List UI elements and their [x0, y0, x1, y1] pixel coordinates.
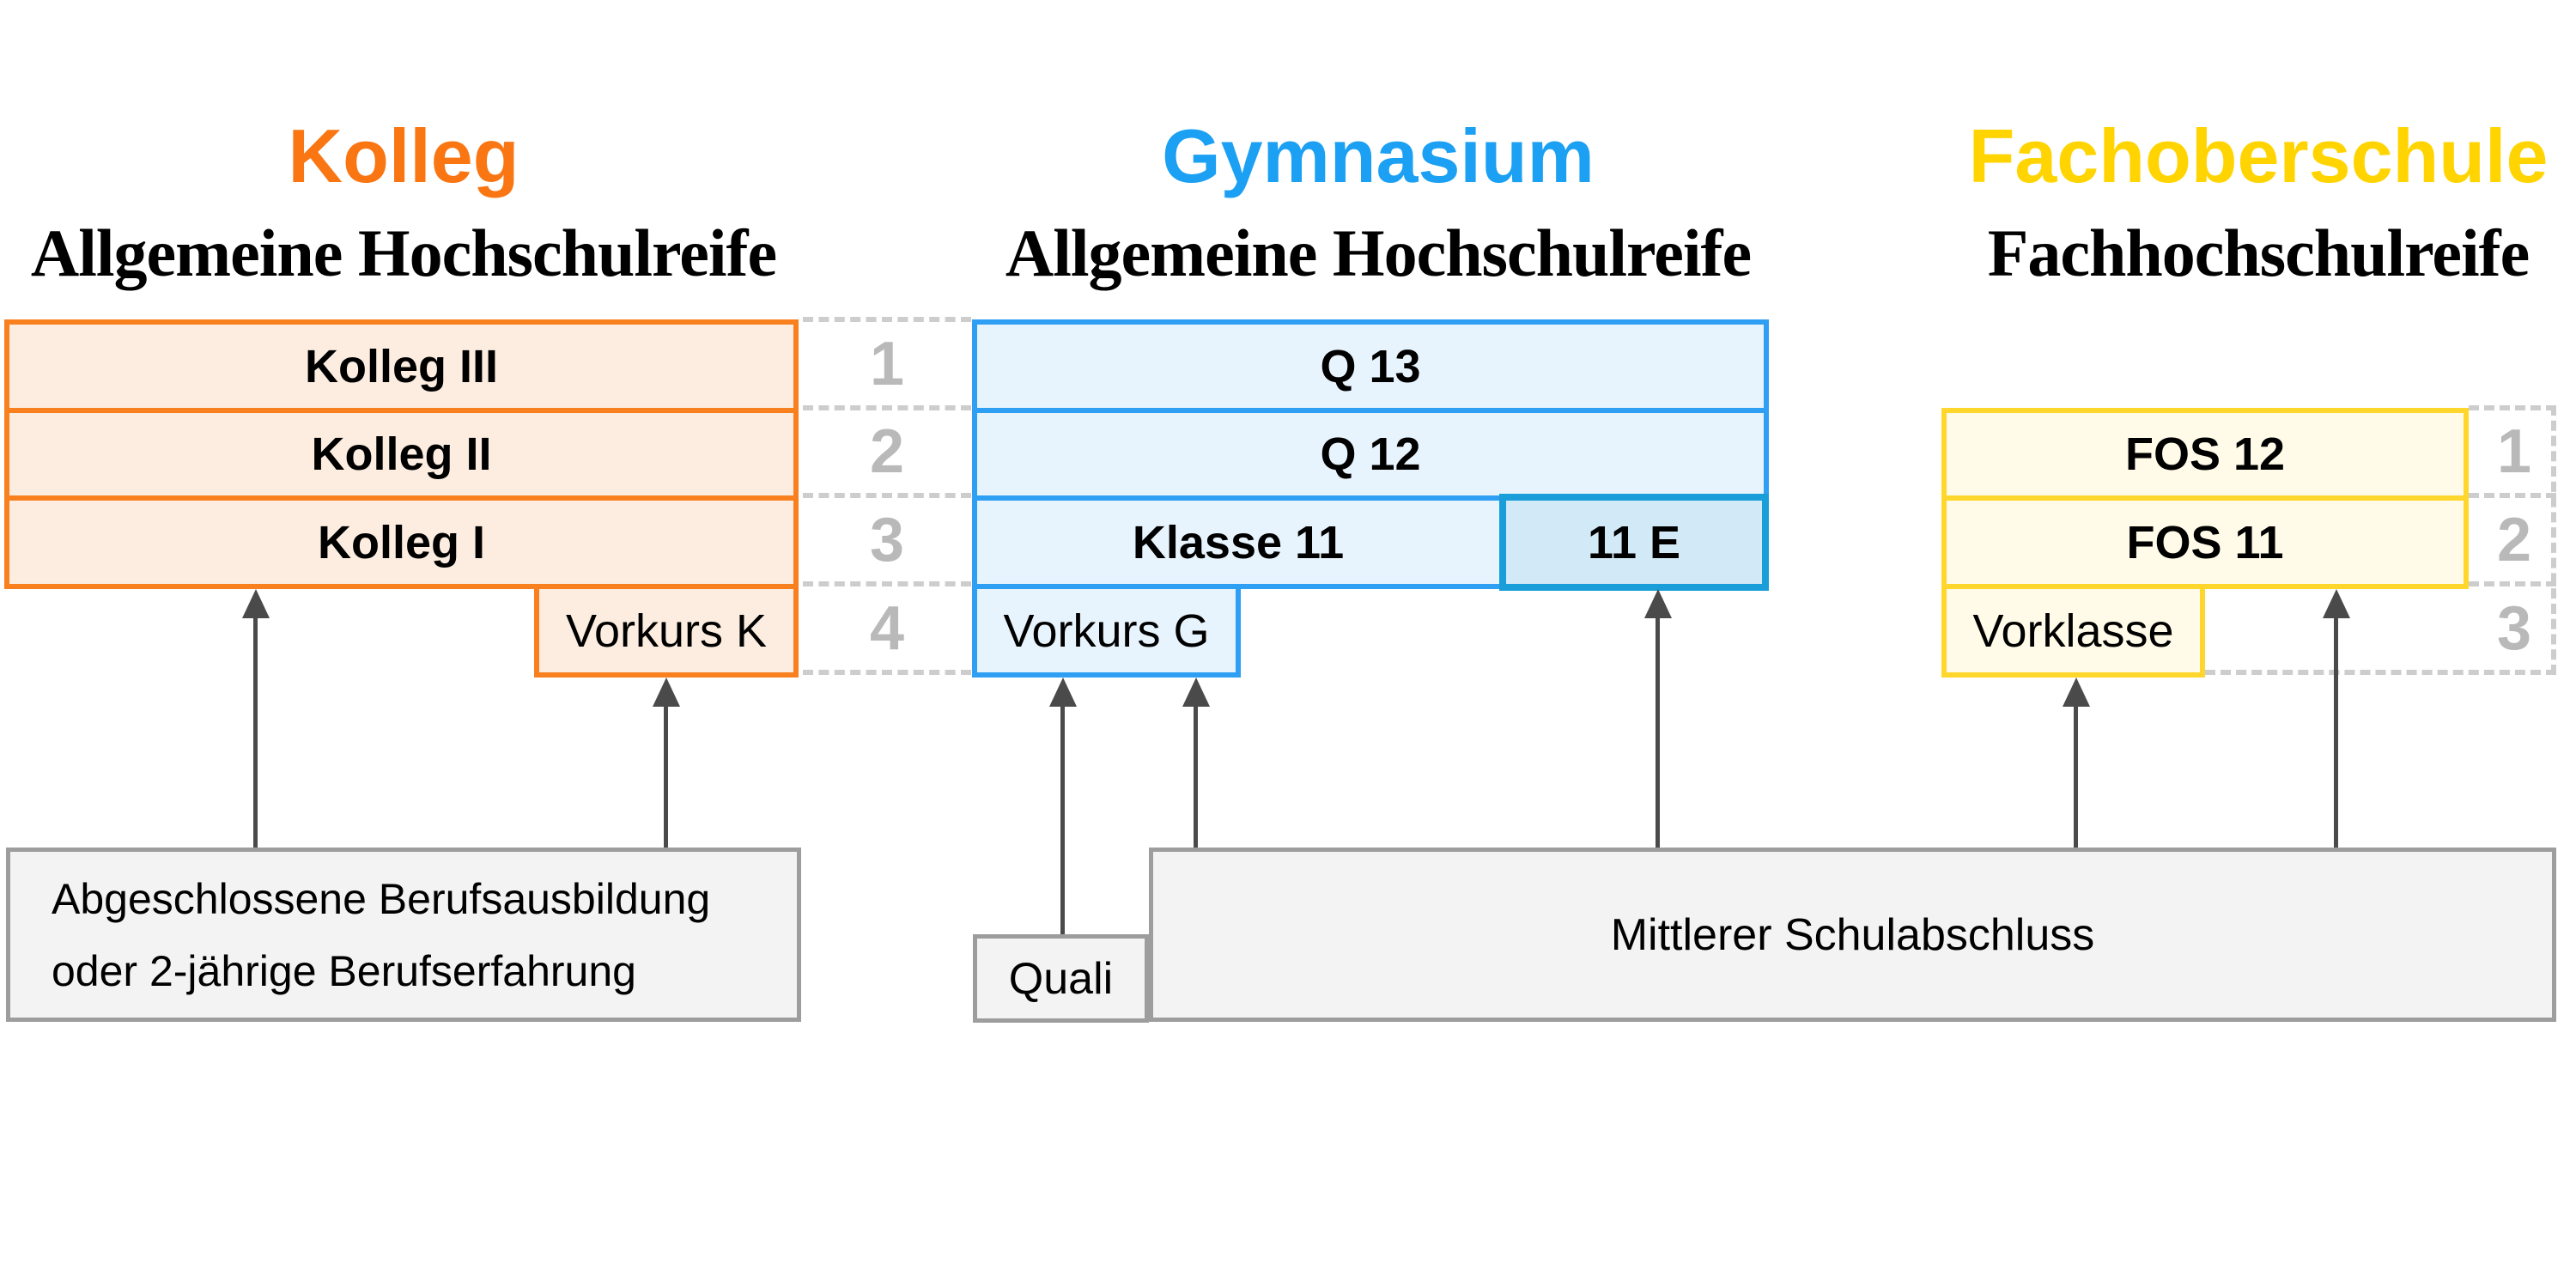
- berufsausbildung-line2: oder 2-jährige Berufserfahrung: [52, 946, 636, 995]
- box-fos-12: FOS 12: [1941, 408, 2469, 501]
- dashed-line-row2-right: [2469, 405, 2556, 410]
- box-kolleg-i: Kolleg I: [4, 495, 799, 589]
- box-fos-11: FOS 11: [1941, 495, 2469, 589]
- box-quali: Quali: [973, 934, 1149, 1023]
- gymnasium-qualification: Allgemeine Hochschulreife: [1005, 216, 1752, 290]
- box-klasse-11: Klasse 11: [972, 495, 1504, 589]
- arrow-mittlerer-to-fos-11: [2334, 617, 2338, 848]
- box-q12: Q 12: [972, 408, 1769, 501]
- year-number-left-2: 2: [869, 417, 905, 486]
- kolleg-column-header: Kolleg Allgemeine Hochschulreife: [17, 115, 790, 290]
- box-mittlerer-schulabschluss: Mittlerer Schulabschluss: [1149, 848, 2556, 1022]
- dashed-line-row1-left: [803, 317, 971, 322]
- year-number-right-2: 2: [2496, 505, 2532, 574]
- year-number-right-3: 3: [2496, 593, 2532, 663]
- dashed-line-row4-left: [803, 581, 971, 586]
- year-number-left-1: 1: [869, 329, 905, 398]
- arrow-mittlerer-to-vorklasse: [2074, 705, 2078, 848]
- fachoberschule-column-header: Fachoberschule Fachhochschulreife: [1872, 115, 2576, 290]
- dashed-line-row3-left: [803, 493, 971, 498]
- dashed-line-row4-right: [2469, 581, 2556, 586]
- arrow-berufsausbildung-to-vorkurs-k: [664, 705, 668, 848]
- year-number-left-4: 4: [869, 593, 905, 663]
- box-vorklasse: Vorklasse: [1941, 584, 2205, 678]
- arrow-berufsausbildung-to-kolleg-i: [253, 617, 258, 848]
- box-11e: 11 E: [1499, 494, 1769, 591]
- kolleg-title: Kolleg: [288, 113, 519, 198]
- fachoberschule-title: Fachoberschule: [1968, 113, 2549, 198]
- arrow-quali-to-vorkurs-g: [1060, 705, 1065, 934]
- kolleg-qualification: Allgemeine Hochschulreife: [30, 216, 777, 290]
- dashed-line-bottom-right: [2205, 670, 2556, 675]
- berufsausbildung-line1: Abgeschlossene Berufsausbildung: [52, 874, 711, 923]
- dashed-line-row2-left: [803, 405, 971, 410]
- year-number-right-1: 1: [2496, 417, 2532, 486]
- dashed-line-vertical-right: [2551, 405, 2556, 675]
- gymnasium-title: Gymnasium: [1162, 113, 1595, 198]
- box-kolleg-iii: Kolleg III: [4, 319, 799, 413]
- box-kolleg-ii: Kolleg II: [4, 408, 799, 501]
- year-number-left-3: 3: [869, 505, 905, 574]
- box-q13: Q 13: [972, 319, 1769, 413]
- dashed-line-row3-right: [2469, 493, 2556, 498]
- gymnasium-column-header: Gymnasium Allgemeine Hochschulreife: [992, 115, 1765, 290]
- box-vorkurs-k: Vorkurs K: [534, 584, 799, 678]
- box-vorkurs-g: Vorkurs G: [972, 584, 1241, 678]
- box-berufsausbildung: Abgeschlossene Berufsausbildung oder 2-j…: [6, 848, 801, 1022]
- arrow-mittlerer-to-vorkurs-g: [1194, 705, 1198, 848]
- dashed-line-row5-left: [803, 670, 971, 675]
- arrow-mittlerer-to-11e: [1656, 617, 1660, 848]
- fachoberschule-qualification: Fachhochschulreife: [1987, 216, 2530, 290]
